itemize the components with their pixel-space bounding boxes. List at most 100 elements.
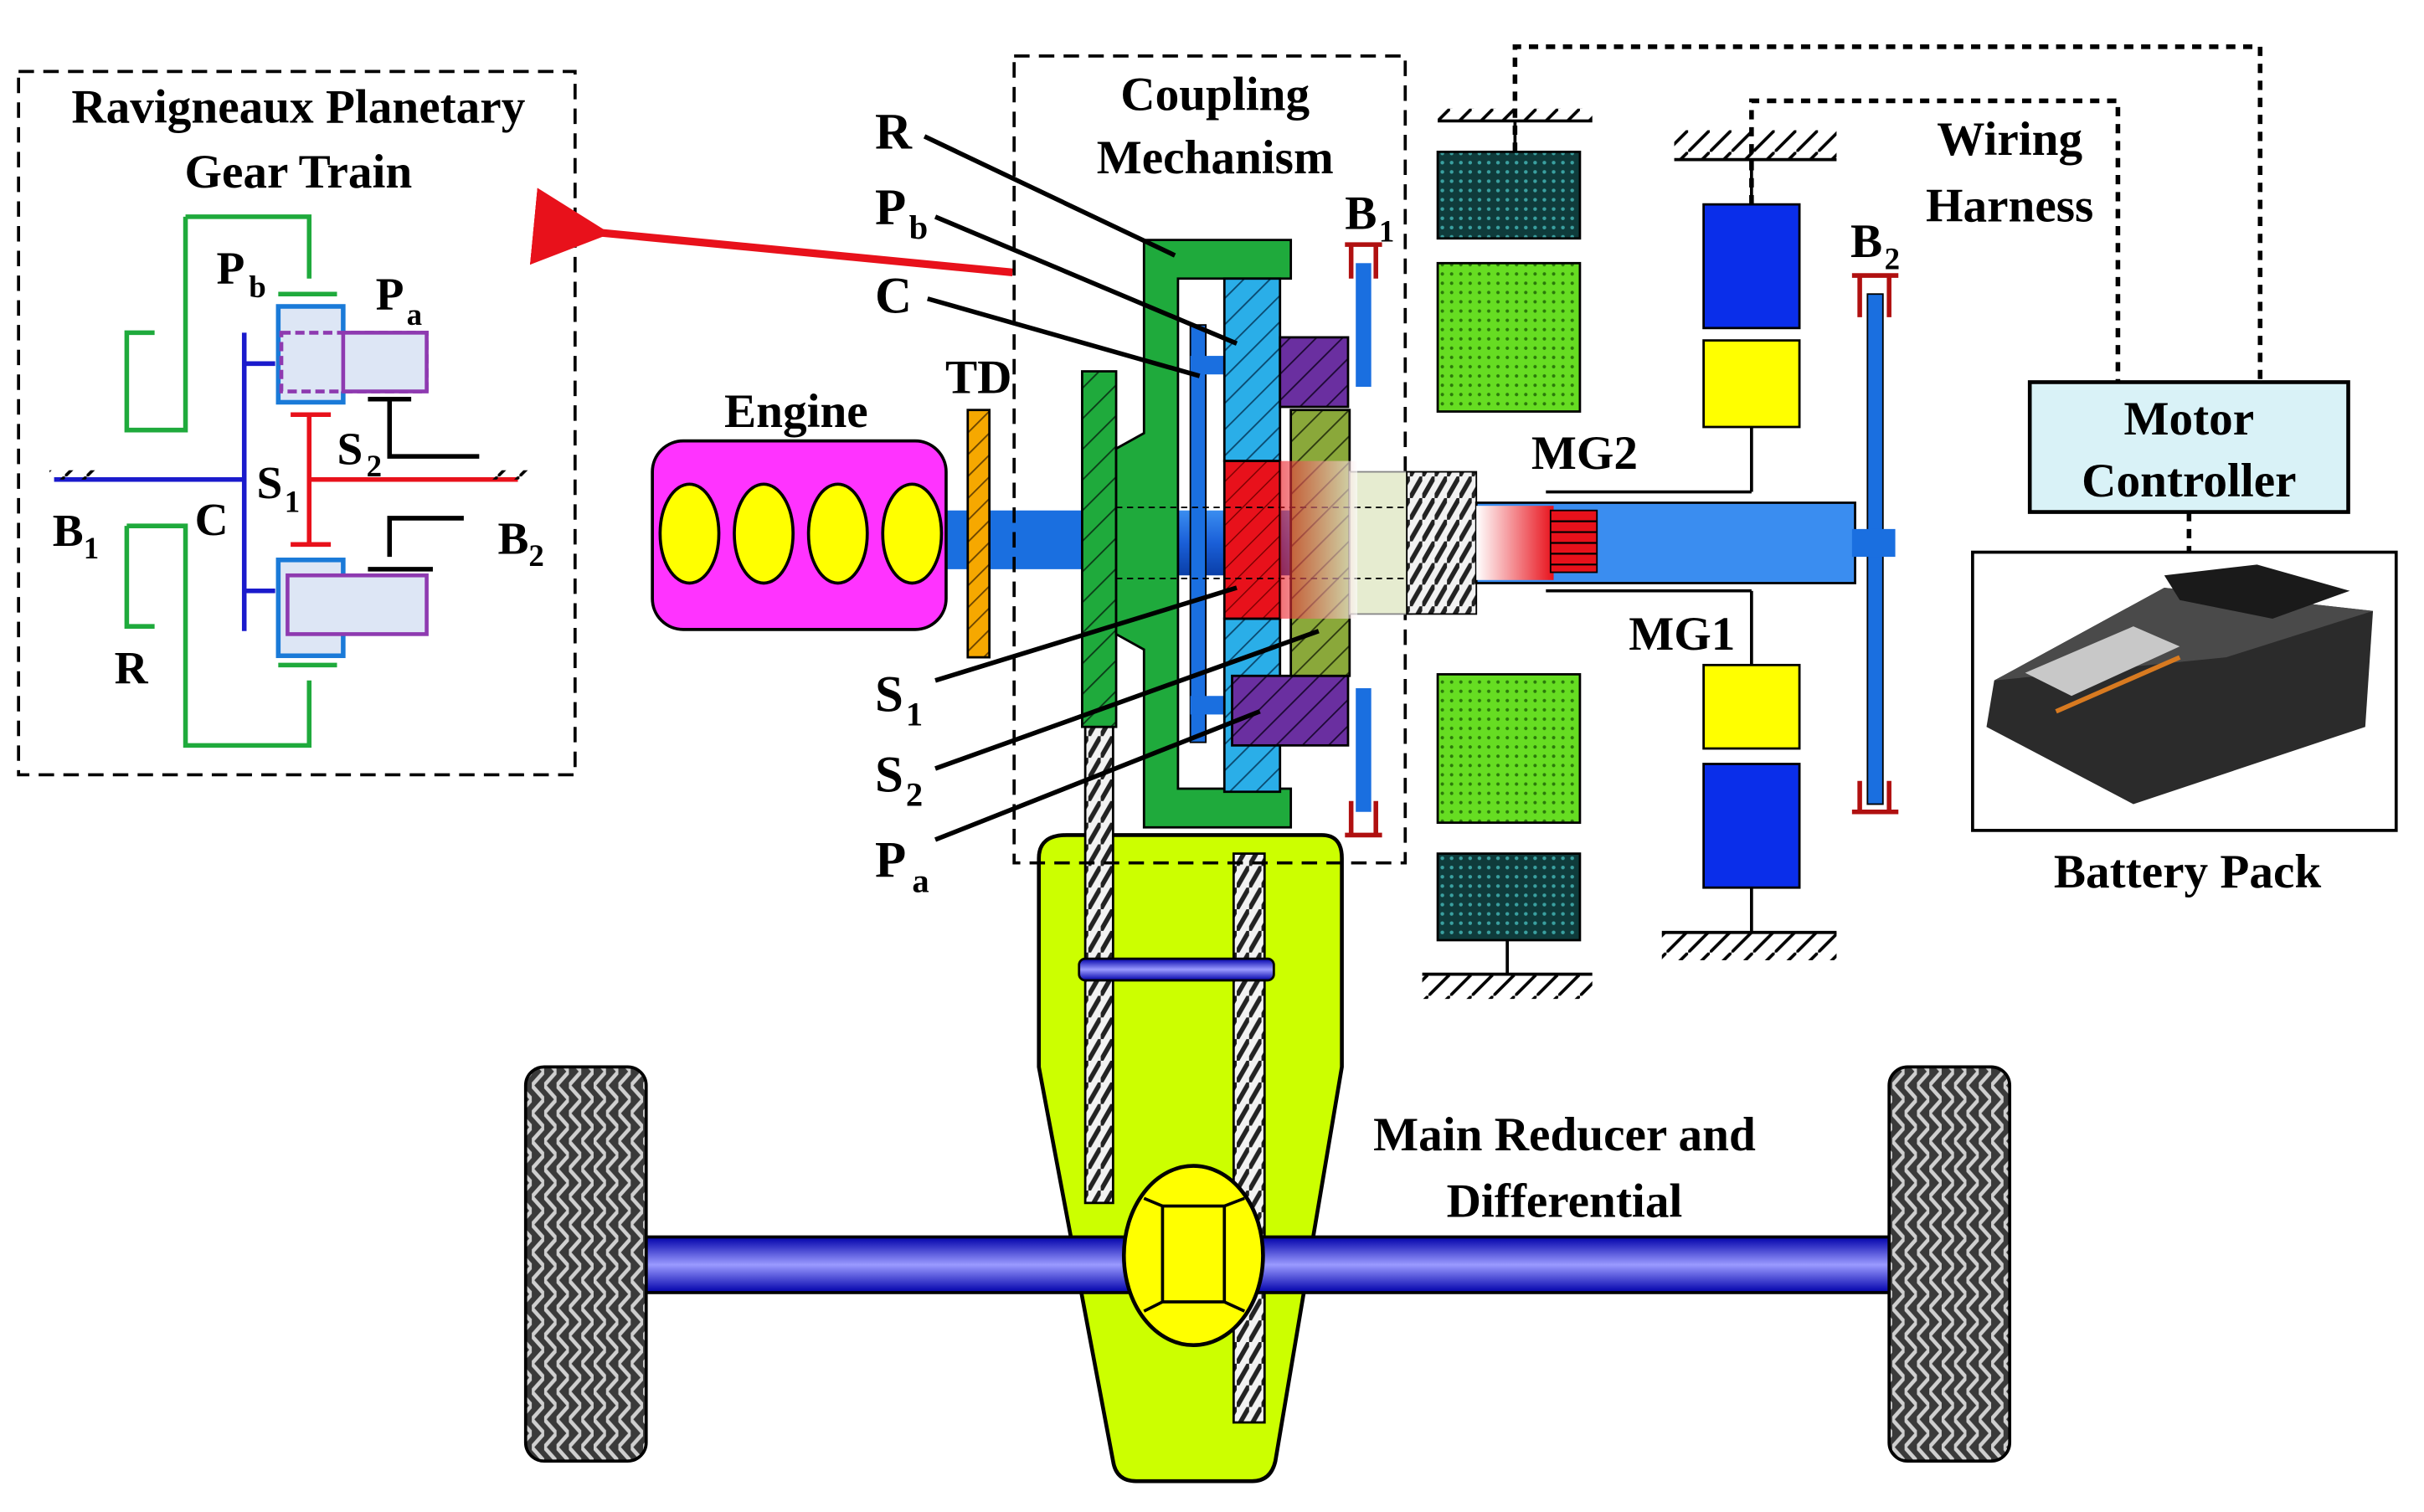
mg2-label: MG2	[1531, 427, 1638, 480]
mg1-rotor-upper	[1702, 339, 1801, 429]
schematic-b2-ground	[485, 470, 533, 480]
schematic-ring-upper	[124, 214, 312, 433]
callout-pa: P	[875, 832, 906, 888]
mg2-stator-lower	[1436, 852, 1582, 942]
mg2-motor: MG2	[1406, 108, 1638, 1000]
schematic-label-pa-sub: a	[407, 297, 422, 332]
schematic-label-pa: P	[376, 269, 404, 320]
reducer-label-line1: Main Reducer and	[1373, 1108, 1756, 1161]
callout-s2-sub: 2	[906, 775, 923, 813]
leader-pb	[934, 214, 1238, 346]
schematic-label-pb-sub: b	[249, 270, 266, 304]
wiring-mg1	[1749, 98, 2121, 383]
schematic-label-s1: S	[256, 457, 282, 508]
mg1-shaft-red-fade	[1476, 506, 1554, 580]
callout-s1-sub: 1	[906, 695, 923, 733]
callout-s1: S	[875, 667, 903, 723]
engine-group: Engine TD	[651, 351, 1086, 659]
carrier	[1189, 324, 1207, 743]
wiring-mg2	[1512, 44, 2263, 383]
brake-b2-upper	[1851, 273, 1899, 317]
planetary-title-line2: Gear Train	[184, 146, 412, 198]
mg1-stator-upper	[1702, 203, 1801, 330]
mg1-ground-bottom	[1661, 932, 1837, 960]
leader-c	[927, 296, 1201, 378]
brake-b1-lower	[1345, 800, 1382, 838]
mg1-label: MG1	[1629, 608, 1735, 661]
electrical-system: Wiring Harness Motor Controller Battery …	[1512, 44, 2398, 898]
leader-pa	[934, 709, 1261, 842]
mg1-ground-top	[1674, 130, 1837, 160]
schematic-s2	[368, 397, 480, 572]
brake-b2-lower	[1851, 780, 1899, 815]
callout-s2: S	[875, 748, 903, 804]
main-reducer-differential: Main Reducer and Differential	[523, 725, 2012, 1484]
drive-axle	[644, 1235, 1892, 1294]
mg2-rotor-lower	[1436, 673, 1582, 825]
left-wheel	[523, 1065, 648, 1463]
callout-pb-sub: b	[909, 208, 929, 246]
coupling-callouts: R P b C S 1 S 2 P a B 1 B 2	[875, 105, 1900, 900]
motor-controller-box	[2027, 380, 2350, 514]
leader-s1	[934, 585, 1238, 683]
zoom-arrow	[529, 188, 1013, 276]
planetary-title-line1: Ravigneaux Planetary	[71, 80, 525, 133]
motor-controller-line1: Motor	[2124, 393, 2255, 445]
schematic-pa-upper	[341, 331, 429, 393]
schematic-label-pb: P	[216, 242, 244, 293]
mg2-rotor-gear	[1406, 471, 1478, 615]
right-wheel	[1887, 1065, 2012, 1463]
planet-pa-lower	[1231, 674, 1350, 747]
schematic-carrier	[54, 332, 275, 631]
reducer-label-line2: Differential	[1447, 1175, 1683, 1227]
callout-pb: P	[875, 180, 906, 236]
mg2-rotor-upper	[1436, 261, 1582, 413]
motor-controller-line2: Controller	[2082, 455, 2296, 507]
coupling-title-line2: Mechanism	[1097, 131, 1334, 184]
mg2-stator-upper	[1436, 150, 1582, 240]
s1-shaft-fade	[1279, 460, 1358, 619]
brake-b1-upper	[1345, 242, 1382, 279]
output-gear	[1081, 370, 1118, 728]
leader-s2	[934, 629, 1320, 771]
engine-cylinder-1	[658, 482, 721, 585]
brake-b1-lower-rod	[1356, 688, 1372, 812]
schematic-ring-lower	[124, 523, 312, 748]
callout-r: R	[875, 105, 913, 161]
sun-s1	[1222, 460, 1282, 620]
coupling-hub	[1348, 471, 1413, 615]
battery-module-raised	[2164, 564, 2350, 619]
schematic-label-s2: S	[337, 423, 363, 474]
ring-gear	[1114, 239, 1293, 829]
callout-pa-sub: a	[912, 862, 929, 900]
mg1-sun-gear-teeth	[1550, 520, 1598, 566]
callout-b1-sub: 1	[1379, 213, 1394, 248]
intermediate-shaft	[1078, 957, 1275, 982]
schematic-label-c: C	[195, 494, 229, 545]
mg1-rotor-lower	[1702, 663, 1801, 750]
schematic-pa-lower	[286, 573, 429, 636]
brake-b1-upper-rod	[1356, 263, 1372, 388]
schematic-label-b1: B	[53, 505, 84, 556]
torsional-damper	[966, 409, 991, 659]
differential-cage	[1161, 1204, 1227, 1304]
schematic-label-s2-sub: 2	[367, 449, 382, 483]
mg1-motor: MG1	[1279, 130, 1856, 960]
schematic-label-r: R	[115, 642, 149, 693]
differential-spider	[1143, 1196, 1246, 1313]
leader-r	[923, 134, 1176, 258]
td-label: TD	[945, 351, 1012, 404]
reducer-housing	[1037, 833, 1344, 1484]
coupling-box-border	[1012, 54, 1408, 865]
battery-busbar	[2055, 655, 2181, 714]
schematic-s1	[291, 412, 518, 548]
callout-b2-sub: 2	[1885, 242, 1900, 276]
battery-cell-highlight	[2025, 626, 2180, 697]
differential	[1121, 1164, 1265, 1348]
battery-pack-image	[1986, 564, 2374, 805]
reducer-ring-gear	[1232, 852, 1266, 1424]
mg1-sun-gear	[1549, 509, 1598, 573]
coupling-title-line1: Coupling	[1120, 69, 1310, 121]
